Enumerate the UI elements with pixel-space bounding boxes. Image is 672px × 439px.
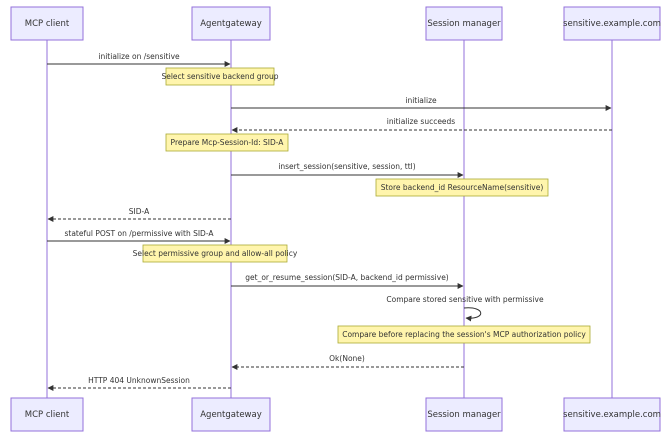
participant-label: Session manager bbox=[427, 410, 501, 420]
note-store-backend-id: Store backend_id ResourceName(sensitive) bbox=[375, 178, 549, 197]
message-label: initialize bbox=[405, 96, 437, 105]
note-label: Prepare Mcp-Session-Id: SID-A bbox=[171, 138, 285, 147]
note-select-sensitive-backend-group: Select sensitive backend group bbox=[161, 67, 279, 86]
message-label: Ok(None) bbox=[329, 354, 365, 363]
note-label: Select permissive group and allow-all po… bbox=[133, 249, 298, 258]
message-label: stateful POST on /permissive with SID-A bbox=[64, 229, 214, 238]
message-label: Compare stored sensitive with permissive bbox=[386, 295, 544, 304]
participant-label: MCP client bbox=[25, 19, 70, 29]
note-label: Compare before replacing the session's M… bbox=[342, 330, 586, 339]
note-compare-before-replacing: Compare before replacing the session's M… bbox=[337, 325, 591, 344]
message-initialize-succeeds: initialize succeeds bbox=[231, 117, 612, 133]
participant-mcp-client-top: MCP client bbox=[10, 6, 84, 41]
message-label: insert_session(sensitive, session, ttl) bbox=[278, 162, 415, 171]
participant-sensitive-example-com-top: sensitive.example.com bbox=[563, 6, 661, 41]
message-initialize-on-sensitive: initialize on /sensitive bbox=[47, 52, 231, 67]
participant-label: sensitive.example.com bbox=[563, 410, 661, 420]
message-get-or-resume-session: get_or_resume_session(SID-A, backend_id … bbox=[231, 273, 464, 289]
participant-agentgateway-bottom: Agentgateway bbox=[191, 397, 271, 432]
participant-label: MCP client bbox=[25, 410, 70, 420]
participant-sensitive-example-com-bottom: sensitive.example.com bbox=[563, 397, 661, 432]
message-label: initialize succeeds bbox=[387, 117, 456, 126]
participant-mcp-client-bottom: MCP client bbox=[10, 397, 84, 432]
participant-session-manager-top: Session manager bbox=[425, 6, 503, 41]
message-insert-session: insert_session(sensitive, session, ttl) bbox=[231, 162, 464, 178]
message-stateful-post: stateful POST on /permissive with SID-A bbox=[47, 229, 231, 244]
message-label: initialize on /sensitive bbox=[98, 52, 180, 61]
participant-label: Session manager bbox=[427, 19, 501, 29]
note-label: Select sensitive backend group bbox=[161, 72, 278, 81]
note-prepare-mcp-session-id: Prepare Mcp-Session-Id: SID-A bbox=[165, 133, 289, 152]
participant-label: Agentgateway bbox=[200, 410, 262, 420]
message-label: get_or_resume_session(SID-A, backend_id … bbox=[245, 273, 449, 282]
participant-agentgateway-top: Agentgateway bbox=[191, 6, 271, 41]
participant-label: sensitive.example.com bbox=[563, 19, 661, 29]
message-compare-stored-sensitive: Compare stored sensitive with permissive bbox=[386, 295, 544, 322]
message-ok-none: Ok(None) bbox=[231, 354, 464, 370]
participant-label: Agentgateway bbox=[200, 19, 262, 29]
message-label: HTTP 404 UnknownSession bbox=[88, 376, 190, 385]
message-initialize: initialize bbox=[231, 96, 612, 111]
message-sid-a: SID-A bbox=[47, 207, 231, 222]
message-http-404-unknown-session: HTTP 404 UnknownSession bbox=[47, 376, 231, 391]
note-select-permissive-group: Select permissive group and allow-all po… bbox=[133, 244, 298, 263]
note-label: Store backend_id ResourceName(sensitive) bbox=[381, 183, 544, 192]
participant-session-manager-bottom: Session manager bbox=[425, 397, 503, 432]
message-label: SID-A bbox=[129, 207, 150, 216]
